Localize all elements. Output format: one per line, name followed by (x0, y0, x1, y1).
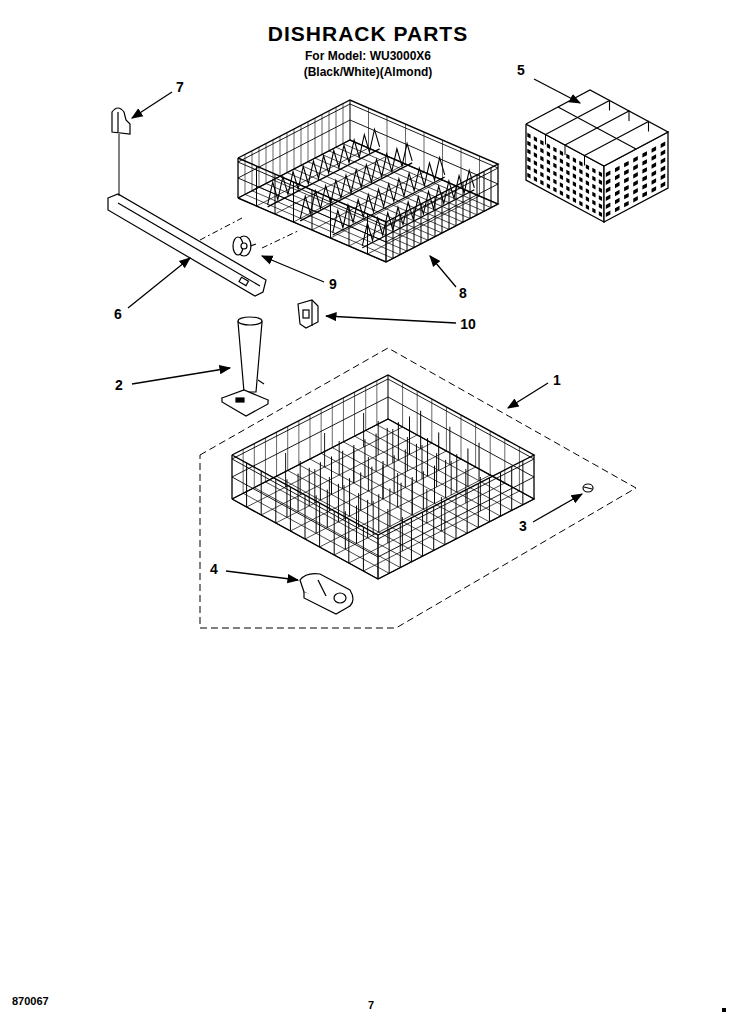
lower-rack-outline (200, 348, 636, 628)
callout-number: 4 (210, 562, 218, 577)
leader-arrows (128, 79, 582, 580)
model-number: For Model: WU3000X6 (305, 50, 431, 63)
page-number: 7 (368, 999, 374, 1011)
rack-stud (583, 484, 593, 492)
assembly-line (262, 230, 300, 248)
callout-number: 3 (519, 519, 527, 534)
roller (233, 236, 256, 256)
track-clip (112, 108, 130, 196)
callout-number: 10 (460, 317, 476, 332)
callout-number: 1 (553, 373, 561, 388)
callout-number: 8 (459, 286, 467, 301)
drawing-number: 870067 (12, 995, 49, 1007)
callout-number: 5 (517, 63, 525, 78)
callout-number: 7 (176, 80, 184, 95)
callout-number: 9 (329, 277, 337, 292)
assembly-line (200, 218, 242, 240)
callout-number: 2 (115, 378, 123, 393)
wheel-holder (300, 574, 353, 614)
silverware-basket (526, 90, 668, 222)
stop-bracket (298, 300, 318, 328)
lower-rack (232, 375, 534, 579)
callout-number: 6 (114, 307, 122, 322)
upper-rack (238, 100, 498, 262)
color-variants: (Black/White)(Almond) (304, 66, 433, 79)
wash-tower (222, 317, 268, 416)
corner-mark (722, 1008, 726, 1012)
page-title: DISHRACK PARTS (268, 22, 468, 45)
rack-track (108, 194, 266, 296)
